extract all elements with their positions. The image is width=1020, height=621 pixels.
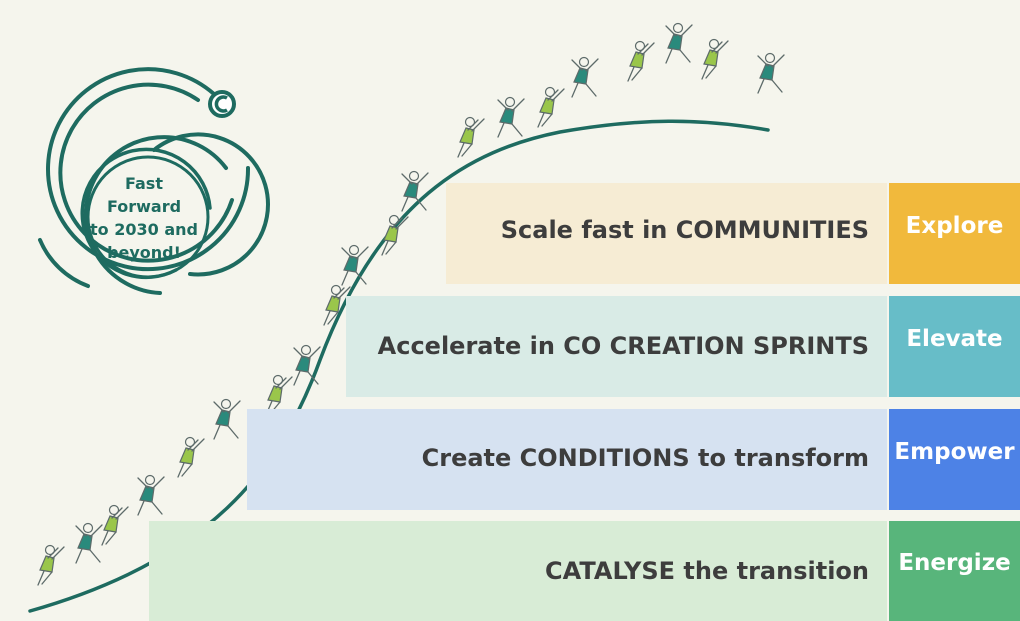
climbing-person-icon [341, 244, 369, 286]
copyright-icon [208, 90, 236, 118]
caption-line: Fast [125, 174, 163, 193]
stage-statement: Create CONDITIONS to transform [421, 443, 869, 472]
climbing-person-icon [537, 86, 565, 128]
climbing-person-icon [293, 344, 321, 386]
climbing-person-icon [37, 544, 65, 586]
climbing-person-icon [757, 52, 785, 94]
climbing-person-icon [665, 22, 693, 64]
climbing-person-icon [323, 284, 351, 326]
stage-statement: Accelerate in CO CREATION SPRINTS [377, 331, 869, 360]
stage-statement: Scale fast in COMMUNITIES [500, 215, 869, 244]
caption-line: Forward [106, 197, 182, 216]
climbing-person-icon [571, 56, 599, 98]
climbing-person-icon [457, 116, 485, 158]
climbing-person-icon [75, 522, 103, 564]
spiral-logo [38, 67, 270, 295]
climbing-person-icon [497, 96, 525, 138]
spiral-caption: Fast Forward to 2030 and beyond! [74, 172, 214, 264]
climbing-person-icon [401, 170, 429, 212]
stage-tag-label: Elevate [906, 325, 1003, 352]
caption-line: to 2030 and [90, 220, 198, 239]
stage-band-explore: Scale fast in COMMUNITIES [446, 183, 887, 284]
stage-tag-label: Energize [898, 550, 1011, 576]
stage-tag-energize: Energize [889, 521, 1020, 621]
climbing-person-icon [137, 474, 165, 516]
stage-tag-label: Explore [905, 212, 1004, 239]
stage-tag-label: Empower [894, 438, 1015, 465]
stage-band-energize: CATALYSE the transition [149, 521, 887, 621]
stage-band-elevate: Accelerate in CO CREATION SPRINTS [346, 296, 887, 397]
stage-tag-empower: Empower [889, 409, 1020, 510]
stage-statement: CATALYSE the transition [545, 557, 869, 585]
climbing-person-icon [177, 436, 205, 478]
climbing-person-icon [101, 504, 129, 546]
stage-band-empower: Create CONDITIONS to transform [247, 409, 887, 510]
climbing-person-icon [213, 398, 241, 440]
climbing-people-icons [37, 22, 785, 586]
climbing-person-icon [381, 214, 409, 256]
stage-tag-explore: Explore [889, 183, 1020, 284]
stage-tag-elevate: Elevate [889, 296, 1020, 397]
climbing-person-icon [265, 374, 293, 416]
caption-line: beyond! [107, 243, 181, 262]
climbing-person-icon [701, 38, 729, 80]
climbing-person-icon [627, 40, 655, 82]
